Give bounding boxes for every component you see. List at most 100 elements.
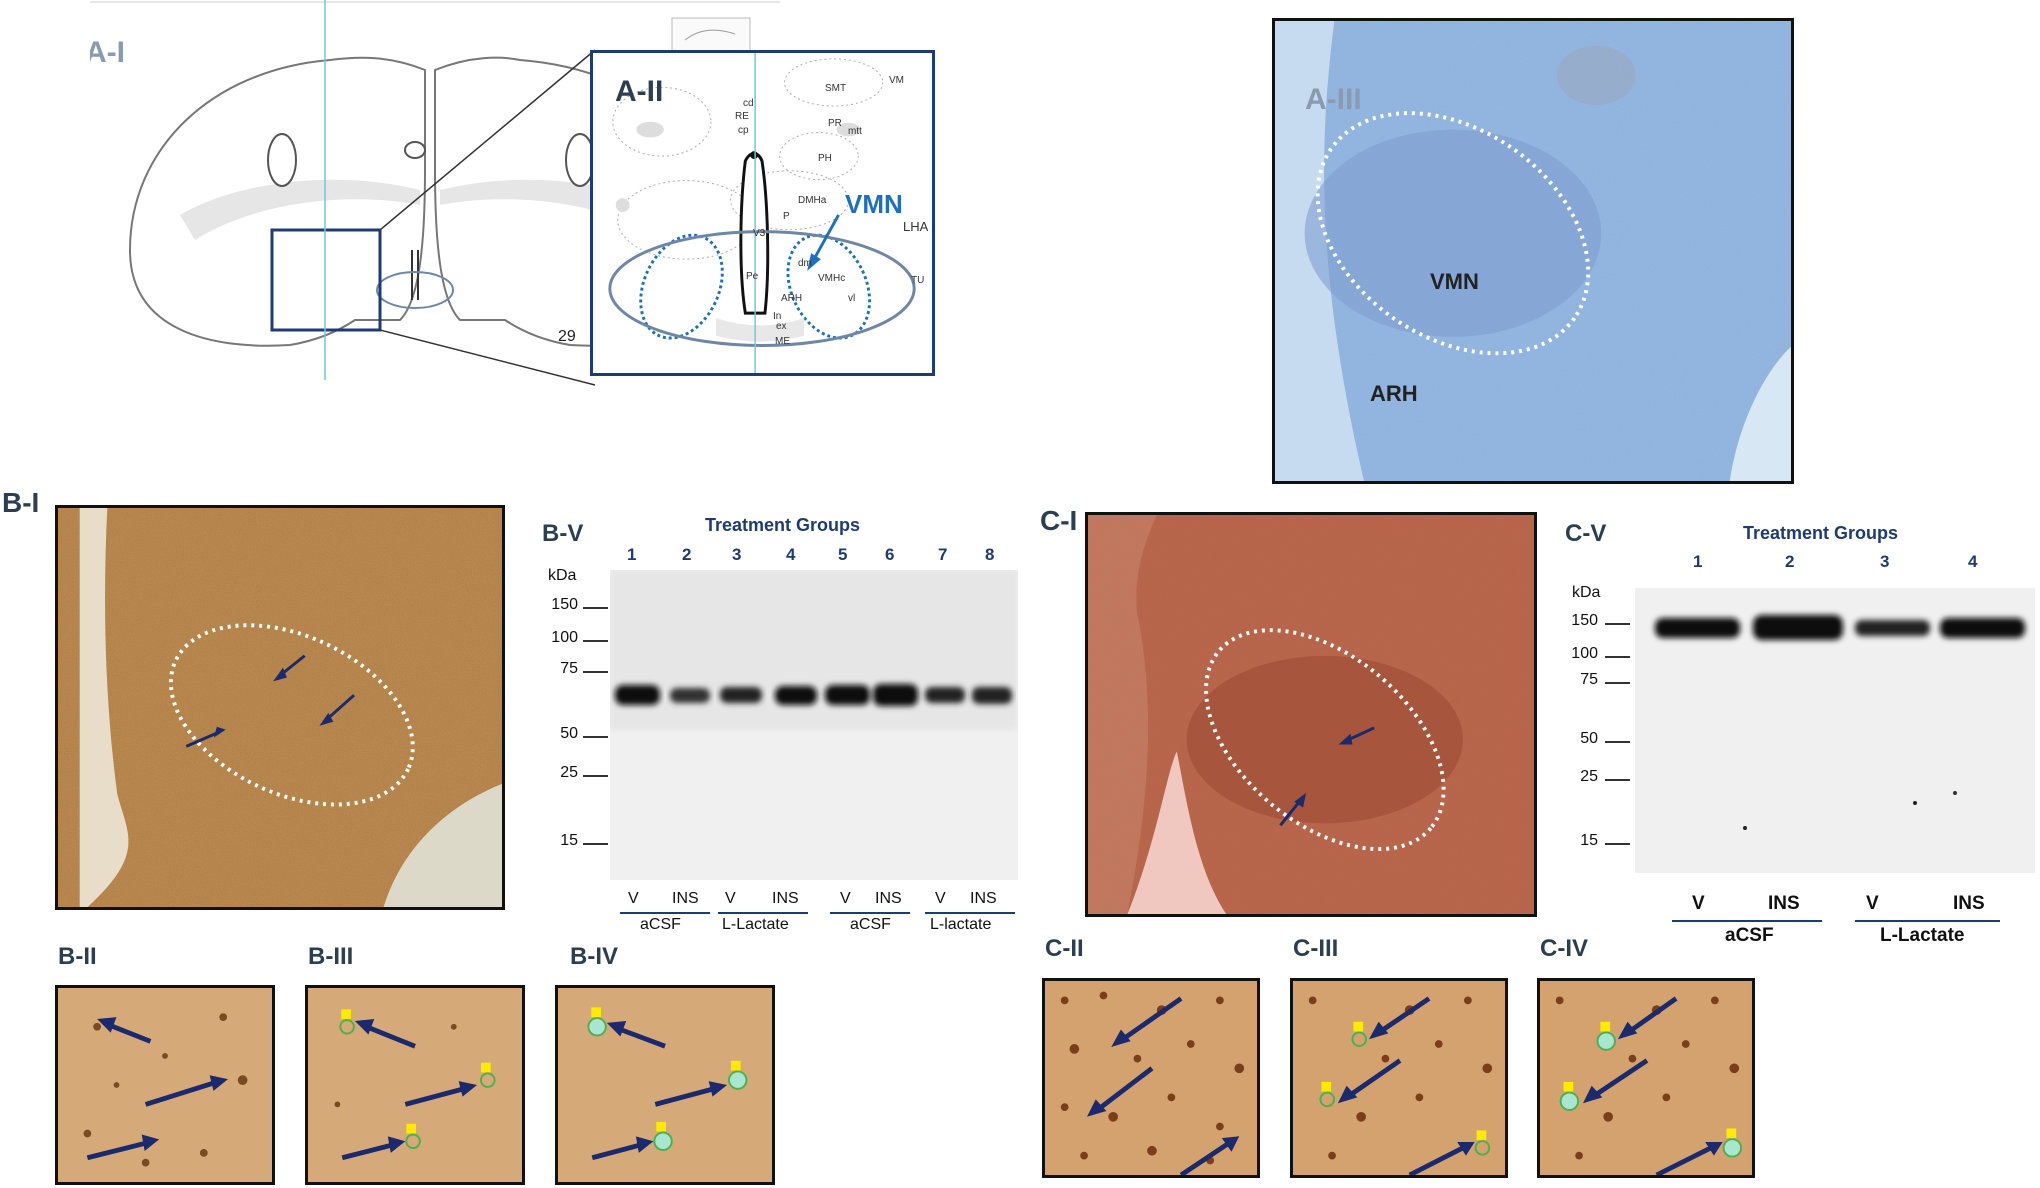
tick-150 bbox=[583, 607, 608, 609]
c5-lane-4: 4 bbox=[1968, 552, 1978, 571]
c5-marker-75: 75 bbox=[1580, 671, 1598, 688]
b5-grp-2: INS bbox=[672, 890, 699, 907]
b5-lane-1: 1 bbox=[627, 545, 637, 564]
b5-bracket-2 bbox=[718, 912, 808, 914]
b5-blot-bands bbox=[610, 570, 1018, 880]
panel-label-a2: A-II bbox=[615, 75, 664, 108]
panel-label-b3: B-III bbox=[308, 943, 354, 970]
c-tick-150 bbox=[1605, 623, 1630, 625]
c5-bracket-1 bbox=[1672, 920, 1822, 922]
c5-marker-25: 25 bbox=[1580, 768, 1598, 785]
c5-marker-150: 150 bbox=[1571, 612, 1598, 629]
b5-lane-3: 3 bbox=[732, 545, 742, 564]
b5-cond-3: aCSF bbox=[850, 916, 891, 933]
panel-a2-atlas-zoom: A-II VMN SMT VM cd RE cp PR mtt PH DMHa … bbox=[590, 50, 935, 376]
b5-kda-title: kDa bbox=[548, 567, 577, 584]
panel-a3-micrograph: A-III VMN ARH bbox=[1272, 18, 1794, 484]
b5-cond-2: L-Lactate bbox=[722, 916, 789, 933]
region-re: RE bbox=[735, 111, 749, 122]
b5-grp-5: V bbox=[840, 890, 851, 907]
panel-label-c2: C-II bbox=[1045, 935, 1084, 962]
region-in: In bbox=[773, 311, 782, 322]
c5-grp-3: V bbox=[1866, 893, 1879, 914]
b5-lane-4: 4 bbox=[786, 545, 796, 564]
atlas-plate-number: 29 bbox=[558, 328, 576, 345]
panel-label-a3: A-III bbox=[1305, 83, 1362, 116]
atlas-zoom-drawing bbox=[608, 53, 916, 373]
panel-label-b5: B-V bbox=[542, 520, 584, 547]
c3-cells bbox=[1293, 981, 1505, 1175]
c-tick-100 bbox=[1605, 656, 1630, 658]
tick-15 bbox=[583, 843, 608, 845]
panel-b4-inset bbox=[555, 985, 775, 1185]
region-dmha: DMHa bbox=[798, 195, 827, 206]
c-tick-50 bbox=[1605, 741, 1630, 743]
region-tu: TU bbox=[911, 275, 925, 286]
tick-50 bbox=[583, 736, 608, 738]
c5-lane-1: 1 bbox=[1693, 552, 1703, 571]
b5-lane-2: 2 bbox=[682, 545, 692, 564]
region-vl: vl bbox=[848, 293, 856, 304]
c5-marker-100: 100 bbox=[1571, 645, 1598, 662]
tick-75 bbox=[583, 671, 608, 673]
c5-blot-bands bbox=[1635, 588, 2035, 873]
panel-label-b4: B-IV bbox=[570, 943, 618, 970]
vmn-label: VMN bbox=[1430, 269, 1479, 294]
region-cp: cp bbox=[738, 125, 749, 136]
panel-label-a1: A-I bbox=[90, 36, 125, 69]
region-me: ME bbox=[775, 336, 790, 347]
b5-grp-7: V bbox=[935, 890, 946, 907]
b5-bracket-1 bbox=[620, 912, 710, 914]
arh-label: ARH bbox=[1370, 381, 1418, 406]
c5-grp-1: V bbox=[1692, 893, 1705, 914]
b5-grp-1: V bbox=[628, 890, 639, 907]
region-ph: PH bbox=[818, 153, 832, 164]
region-v3: V3 bbox=[753, 228, 766, 239]
c5-grp-2: INS bbox=[1768, 893, 1800, 914]
b5-treatment-groups-title: Treatment Groups bbox=[705, 515, 861, 535]
panel-b1-micrograph bbox=[55, 505, 505, 910]
b5-bracket-4 bbox=[925, 912, 1015, 914]
c5-grp-4: INS bbox=[1953, 893, 1985, 914]
b5-grp-4: INS bbox=[772, 890, 799, 907]
panel-c3-inset bbox=[1290, 978, 1508, 1178]
b5-marker-25: 25 bbox=[560, 764, 578, 781]
b5-marker-150: 150 bbox=[551, 596, 578, 613]
panel-c4-inset bbox=[1537, 978, 1755, 1178]
b4-cells bbox=[558, 988, 772, 1182]
c5-lane-3: 3 bbox=[1880, 552, 1890, 571]
region-pr: PR bbox=[828, 118, 842, 129]
b5-grp-8: INS bbox=[970, 890, 997, 907]
region-vmhc: VMHc bbox=[818, 273, 846, 284]
panel-label-b1: B-I bbox=[2, 487, 40, 518]
c4-cells bbox=[1540, 981, 1752, 1175]
region-mtt: mtt bbox=[848, 126, 862, 137]
c2-cells bbox=[1045, 981, 1257, 1175]
c5-cond-2: L-Lactate bbox=[1880, 925, 1965, 946]
c-tick-25 bbox=[1605, 779, 1630, 781]
c5-marker-50: 50 bbox=[1580, 730, 1598, 747]
panel-label-c3: C-III bbox=[1293, 935, 1339, 962]
panel-label-c4: C-IV bbox=[1540, 935, 1588, 962]
b5-marker-15: 15 bbox=[560, 832, 578, 849]
c-tick-15 bbox=[1605, 843, 1630, 845]
nissl-stain-image bbox=[1275, 21, 1791, 481]
c5-lane-2: 2 bbox=[1785, 552, 1795, 571]
panel-b2-inset bbox=[55, 985, 275, 1185]
region-lha: LHA bbox=[903, 219, 929, 234]
c5-treatment-groups-title: Treatment Groups bbox=[1743, 523, 1899, 543]
b5-blot-membrane bbox=[610, 570, 1018, 880]
panel-label-b2: B-II bbox=[58, 943, 97, 970]
dab-stain-image bbox=[58, 508, 502, 907]
tick-100 bbox=[583, 640, 608, 642]
c5-cond-1: aCSF bbox=[1725, 925, 1774, 946]
b3-cells bbox=[308, 988, 522, 1182]
region-smt: SMT bbox=[825, 83, 847, 94]
region-vm: VM bbox=[889, 75, 904, 86]
b5-bracket-3 bbox=[830, 912, 910, 914]
b5-grp-3: V bbox=[725, 890, 736, 907]
atlas-region-labels: SMT VM cd RE cp PR mtt PH DMHa P V3 dm V… bbox=[593, 53, 932, 373]
panel-label-c1: C-I bbox=[1040, 505, 1078, 536]
c5-blot-membrane bbox=[1635, 588, 2035, 873]
region-dm: dm bbox=[798, 258, 812, 269]
